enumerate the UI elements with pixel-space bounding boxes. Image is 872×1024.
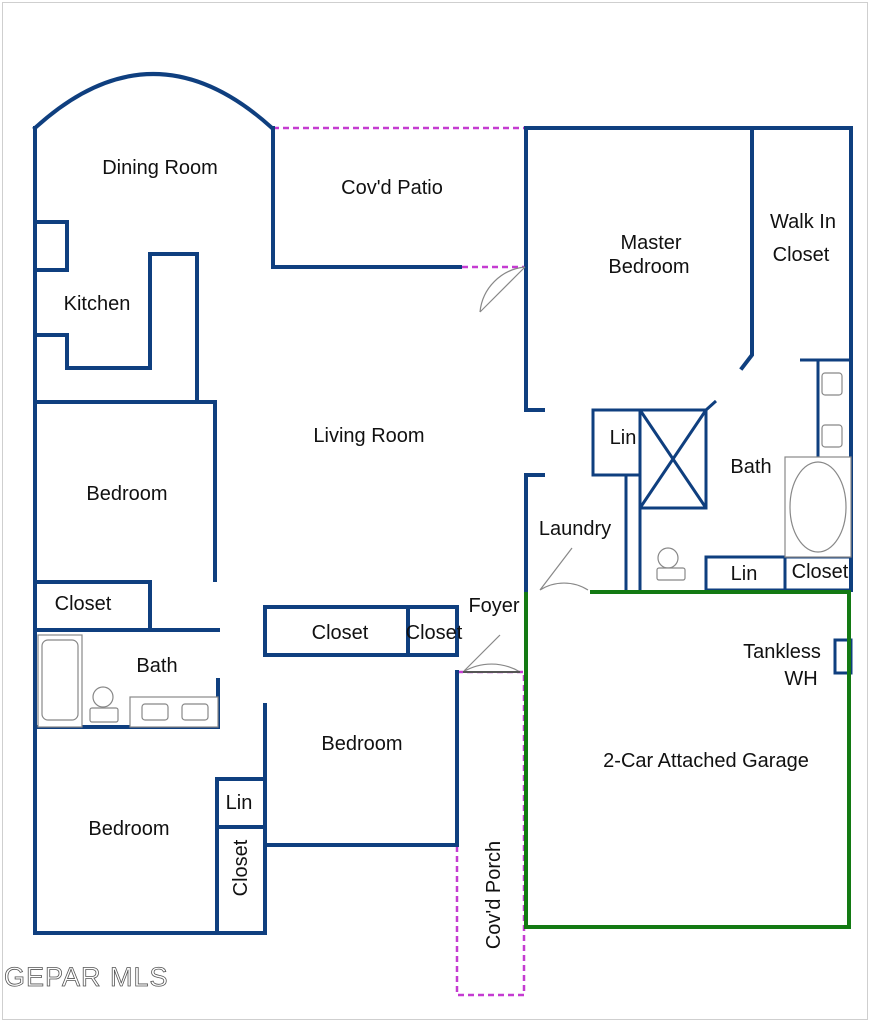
label-lin-bath: Lin (731, 563, 758, 585)
label-kitchen: Kitchen (64, 293, 131, 315)
sink-icon (181, 703, 209, 721)
watermark: GEPAR MLS (4, 962, 169, 992)
label-bedroom-mid: Bedroom (321, 733, 402, 755)
toilet-icon (89, 686, 119, 723)
sink-icon (821, 372, 843, 396)
label-lin-master: Lin (610, 427, 637, 449)
label-living-room: Living Room (313, 425, 424, 447)
label-covd-patio: Cov'd Patio (341, 177, 443, 199)
label-bedroom-bottom: Bedroom (88, 818, 169, 840)
label-dining-room: Dining Room (102, 157, 218, 179)
laundry-door (539, 547, 589, 591)
walls (32, 72, 853, 935)
label-closet-mid-2: Closet (406, 622, 463, 644)
label-closet-left: Closet (55, 593, 112, 615)
toilet-icon (656, 547, 686, 581)
label-walk-in-1: Walk In (770, 211, 836, 233)
label-closet-mid-1: Closet (312, 622, 369, 644)
garage-walls (524, 590, 851, 929)
label-laundry: Laundry (539, 518, 611, 540)
label-garage: 2-Car Attached Garage (603, 750, 809, 772)
front-door (462, 634, 521, 673)
fixtures (37, 372, 852, 728)
patio-door (479, 266, 526, 313)
label-master-2: Bedroom (608, 256, 689, 278)
sink-icon (821, 424, 843, 448)
label-walk-in-2: Closet (773, 244, 830, 266)
label-tankless-2: WH (784, 668, 817, 690)
label-tankless-1: Tankless (743, 641, 821, 663)
label-master-bath: Bath (730, 456, 771, 478)
label-covd-porch: Cov'd Porch (483, 841, 505, 949)
label-bedroom-left: Bedroom (86, 483, 167, 505)
label-master-1: Master (620, 232, 681, 254)
label-foyer: Foyer (468, 595, 519, 617)
label-bath-left: Bath (136, 655, 177, 677)
label-closet-vertical: Closet (230, 839, 252, 896)
sink-icon (141, 703, 169, 721)
label-lin-left: Lin (226, 792, 253, 814)
label-master-closet: Closet (792, 561, 849, 583)
doors (462, 266, 589, 673)
